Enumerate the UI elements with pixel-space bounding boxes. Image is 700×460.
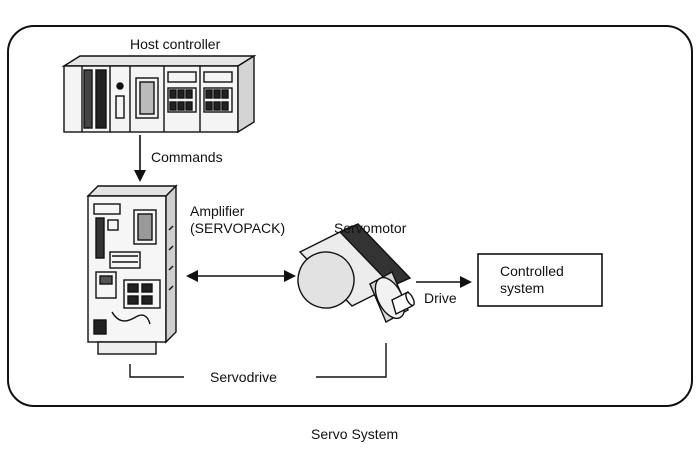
- host-controller-icon: [61, 54, 257, 134]
- host-controller-label: Host controller: [130, 36, 221, 52]
- controlled-system-box: [477, 253, 603, 307]
- figure-caption: Servo System: [311, 426, 398, 442]
- commands-label: Commands: [151, 149, 223, 165]
- amplifier-label: Amplifier: [190, 203, 245, 219]
- servodrive-label: Servodrive: [210, 369, 277, 385]
- drive-arrow: [416, 276, 472, 288]
- drive-label: Drive: [424, 290, 457, 306]
- servomotor-label: Servomotor: [334, 220, 407, 236]
- controlled-system-label-line1: Controlled: [500, 263, 564, 279]
- commands-arrow: [134, 135, 146, 182]
- servopack-label: (SERVOPACK): [190, 220, 285, 236]
- diagram-frame: [7, 25, 693, 407]
- controlled-system-label-line2: system: [500, 280, 544, 296]
- servodrive-bracket: [129, 343, 387, 378]
- amplifier-motor-link-arrow: [186, 270, 296, 282]
- servopack-amplifier-icon: [86, 184, 178, 355]
- servomotor-icon: [297, 223, 415, 323]
